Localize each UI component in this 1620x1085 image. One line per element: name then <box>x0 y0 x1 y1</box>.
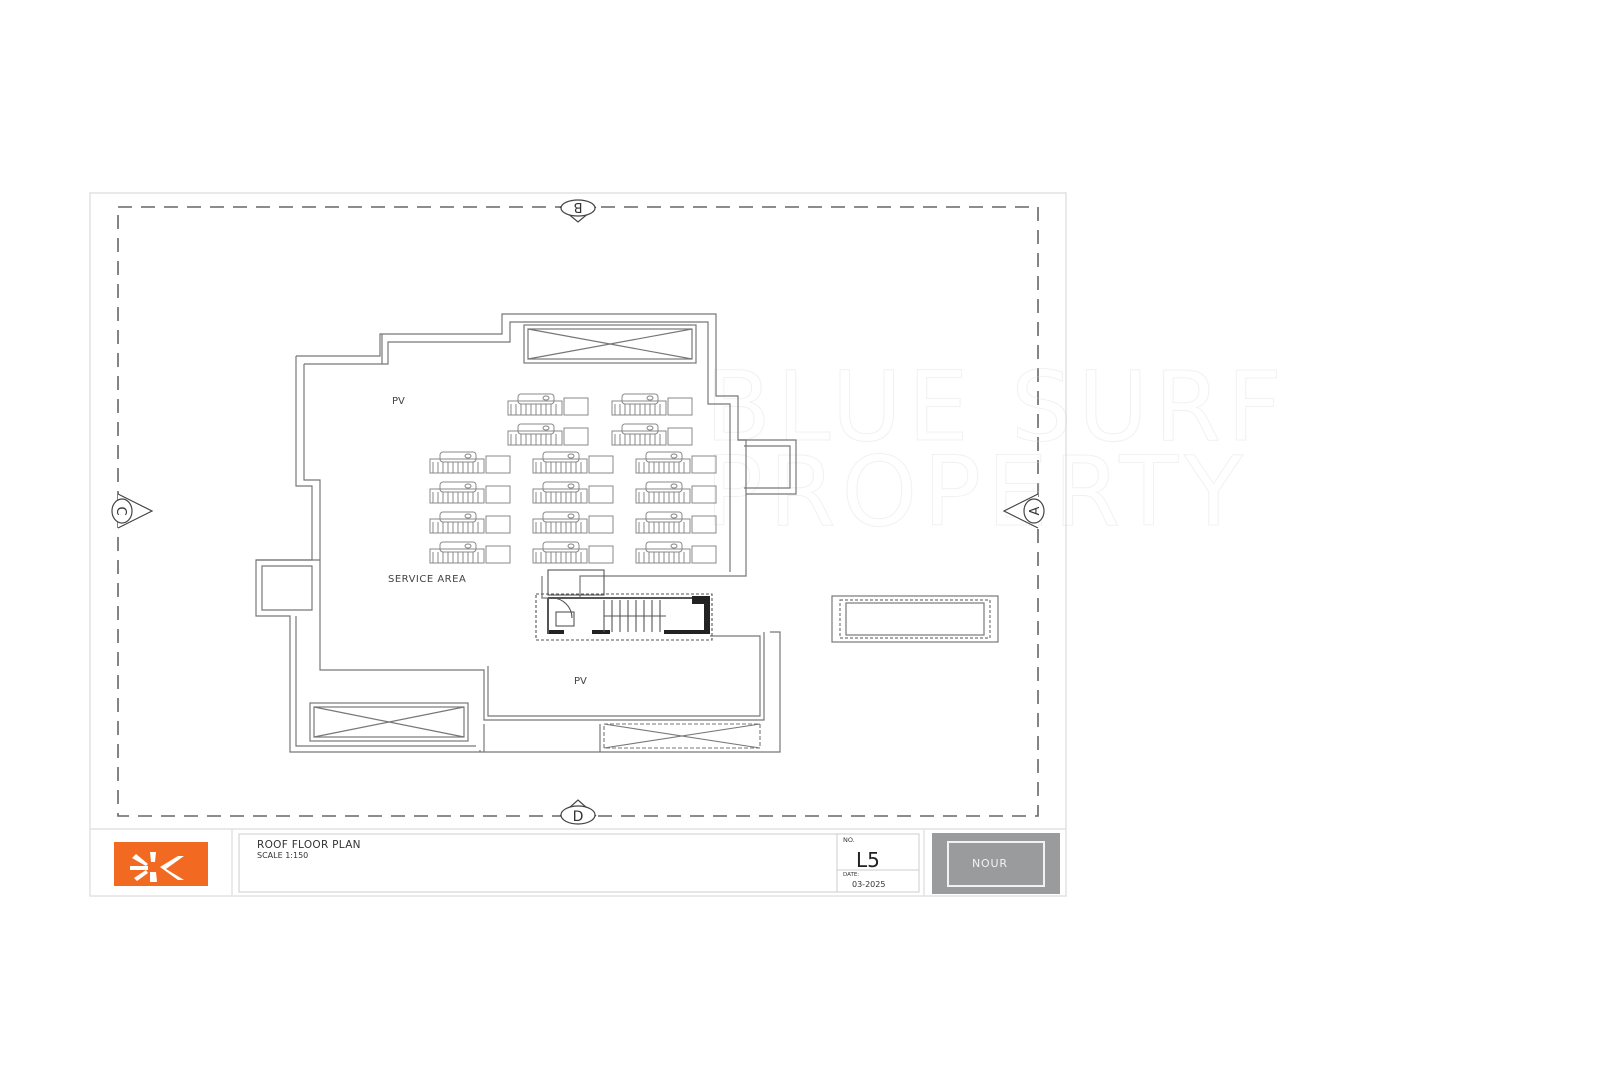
svg-text:BLUE SURF: BLUE SURF <box>705 351 1288 463</box>
section-marker-left: C <box>111 493 154 529</box>
solar-heater-unit <box>532 481 614 504</box>
void-top <box>381 324 697 364</box>
logo-glyph <box>130 852 184 882</box>
label-pv-top: PV <box>392 396 405 407</box>
building-outline <box>255 313 797 753</box>
solar-heater-unit <box>429 541 511 564</box>
drawing-scale: SCALE 1:150 <box>257 851 309 860</box>
label-service-area: SERVICE AREA <box>388 574 466 585</box>
solar-water-heaters <box>429 393 717 564</box>
drawing-title: ROOF FLOOR PLAN <box>257 839 361 851</box>
svg-text:A: A <box>1028 506 1043 515</box>
solar-heater-unit <box>611 393 693 416</box>
svg-text:D: D <box>573 809 584 825</box>
project-box <box>932 833 1060 894</box>
sheet-number: L5 <box>856 848 880 872</box>
solar-heater-unit <box>429 481 511 504</box>
sheet-number-label: NO. <box>843 836 855 844</box>
company-logo <box>114 842 208 886</box>
water-tank <box>831 595 999 643</box>
sheet-frame <box>89 192 1067 897</box>
drawing-date: 03-2025 <box>852 880 886 889</box>
stair-treads <box>603 600 666 632</box>
svg-text:C: C <box>113 506 128 515</box>
section-marker-bottom: D <box>559 799 597 825</box>
project-name: NOUR <box>972 857 1008 870</box>
date-label: DATE: <box>843 872 860 878</box>
section-marker-top: B <box>559 199 597 223</box>
title-block <box>90 828 1066 896</box>
solar-heater-unit <box>611 423 693 446</box>
solar-heater-unit <box>532 451 614 474</box>
svg-text:B: B <box>574 199 583 214</box>
solar-heater-unit <box>507 393 589 416</box>
void-bottom-right <box>603 723 761 749</box>
solar-heater-unit <box>532 541 614 564</box>
solar-heater-unit <box>635 511 717 534</box>
stair-core <box>535 569 713 641</box>
solar-heater-unit <box>635 541 717 564</box>
svg-text:PROPERTY: PROPERTY <box>705 436 1249 548</box>
solar-heater-unit <box>635 481 717 504</box>
solar-heater-unit <box>635 451 717 474</box>
solar-heater-unit <box>532 511 614 534</box>
solar-heater-unit <box>429 451 511 474</box>
section-marker-right: A <box>1002 493 1045 529</box>
solar-heater-unit <box>507 423 589 446</box>
solar-heater-unit <box>429 511 511 534</box>
label-pv-bottom: PV <box>574 676 587 687</box>
void-bottom-left <box>309 702 469 742</box>
watermark: BLUE SURF PROPERTY <box>705 351 1288 549</box>
